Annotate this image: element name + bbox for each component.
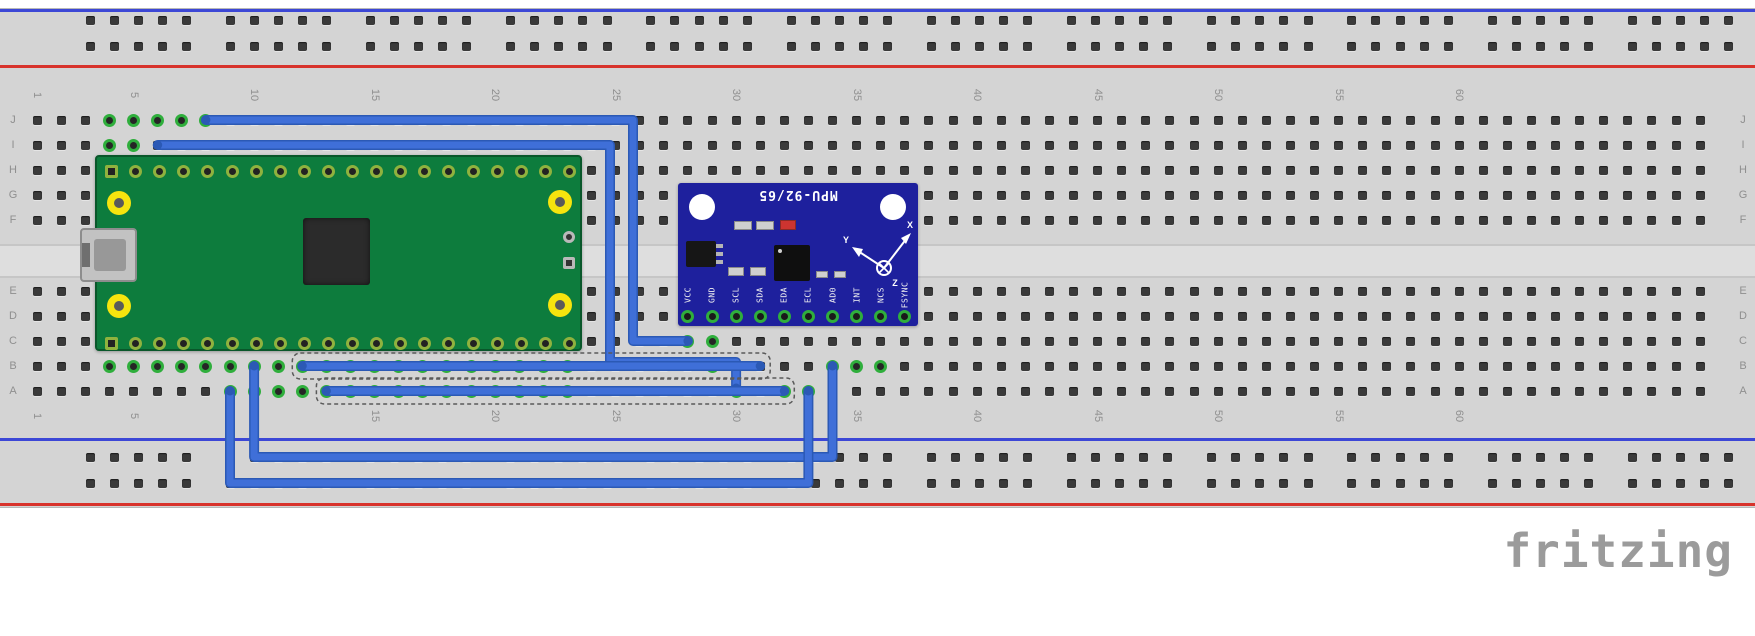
smd-capacitor xyxy=(834,271,846,278)
teensy-pin-pad xyxy=(490,336,504,350)
teensy-pin-pad xyxy=(273,164,287,178)
teensy-pin-pad xyxy=(442,336,456,350)
positive-rail-line-bottom xyxy=(0,503,1755,506)
teensy-pin-pad xyxy=(153,164,167,178)
mpu-pin-label: SDA xyxy=(755,287,765,303)
teensy-pads xyxy=(97,157,580,350)
smd-capacitor xyxy=(816,271,828,278)
usb-shell xyxy=(94,239,126,271)
teensy-pin-pad xyxy=(490,164,504,178)
teensy-pin-pad xyxy=(249,164,263,178)
teensy-pin-pad xyxy=(249,336,263,350)
teensy-pin-pad xyxy=(225,336,239,350)
teensy-board[interactable] xyxy=(80,155,582,351)
teensy-pin-pad xyxy=(538,336,552,350)
mpu-pin-labels: VCC GND SCL SDA EDA ECL AD0 INT NCS FSYNC xyxy=(678,183,918,326)
teensy-pin-pad xyxy=(201,336,215,350)
teensy-pin-pad xyxy=(201,164,215,178)
mpu-pin-label: GND xyxy=(707,287,717,303)
usb-connector xyxy=(80,228,137,282)
smd-capacitor xyxy=(750,267,766,276)
teensy-pin-pad xyxy=(177,164,191,178)
teensy-pin-pad xyxy=(177,336,191,350)
teensy-pin-pad xyxy=(370,336,384,350)
teensy-pin-pad xyxy=(297,164,311,178)
teensy-pin-pad xyxy=(129,336,143,350)
mpu-pin-label: AD0 xyxy=(828,287,837,303)
negative-rail-line-bottom xyxy=(0,438,1755,441)
mounting-pad-hole xyxy=(114,301,124,311)
axis-indicator: X Y Z xyxy=(843,220,913,288)
mpu-sensor-chip xyxy=(774,245,810,281)
positive-rail-line-top xyxy=(0,65,1755,68)
mpu-pin-label: INT xyxy=(852,287,862,303)
teensy-pin-pad xyxy=(466,336,480,350)
teensy-pin-pad xyxy=(370,164,384,178)
mpu-pin-label: FSYNC xyxy=(900,281,910,309)
teensy-pin-pad xyxy=(129,164,143,178)
teensy-pin-pad xyxy=(442,164,456,178)
teensy-pin-pad xyxy=(346,336,359,350)
teensy-pin-pad xyxy=(346,164,359,178)
smd-resistor xyxy=(756,221,774,230)
axis-label-x: X xyxy=(907,220,913,230)
teensy-pin-pad xyxy=(105,164,118,178)
teensy-pin-pad xyxy=(394,336,408,350)
teensy-pin-pad xyxy=(297,336,311,350)
negative-rail-line-top xyxy=(0,9,1755,12)
teensy-pin-pad xyxy=(273,336,287,350)
teensy-pin-pad xyxy=(514,164,528,178)
mounting-pad-hole xyxy=(114,198,124,208)
teensy-pin-pad xyxy=(514,336,528,350)
usb-opening xyxy=(82,243,90,267)
teensy-pin-pad xyxy=(562,336,576,350)
mpu-pin-label: ECL xyxy=(803,287,813,303)
axis-label-z: Z xyxy=(892,278,898,288)
teensy-pin-pad xyxy=(225,164,239,178)
teensy-pin-pad xyxy=(105,336,118,350)
teensy-pin-pad xyxy=(538,164,552,178)
teensy-pin-pad xyxy=(418,164,432,178)
pin1-dot xyxy=(778,249,782,253)
mpu-pin-label: NCS xyxy=(876,287,886,303)
teensy-pin-pad xyxy=(153,336,167,350)
teensy-pin-pad xyxy=(466,164,480,178)
teensy-pin-pad xyxy=(321,336,335,350)
teensy-pin-pad xyxy=(321,164,335,178)
mpu-9265-board[interactable]: MPU-92/65 X Y Z VC xyxy=(678,183,918,326)
teensy-pin-pad xyxy=(394,164,408,178)
mpu-pin-label: VCC xyxy=(683,287,693,303)
axis-label-y: Y xyxy=(843,235,849,245)
mpu-pin-label: EDA xyxy=(779,287,789,303)
fritzing-watermark: fritzing xyxy=(1503,524,1733,578)
teensy-pin-pad xyxy=(418,336,432,350)
teensy-pin-pad xyxy=(562,164,576,178)
mpu-pin-label: SCL xyxy=(731,287,741,303)
